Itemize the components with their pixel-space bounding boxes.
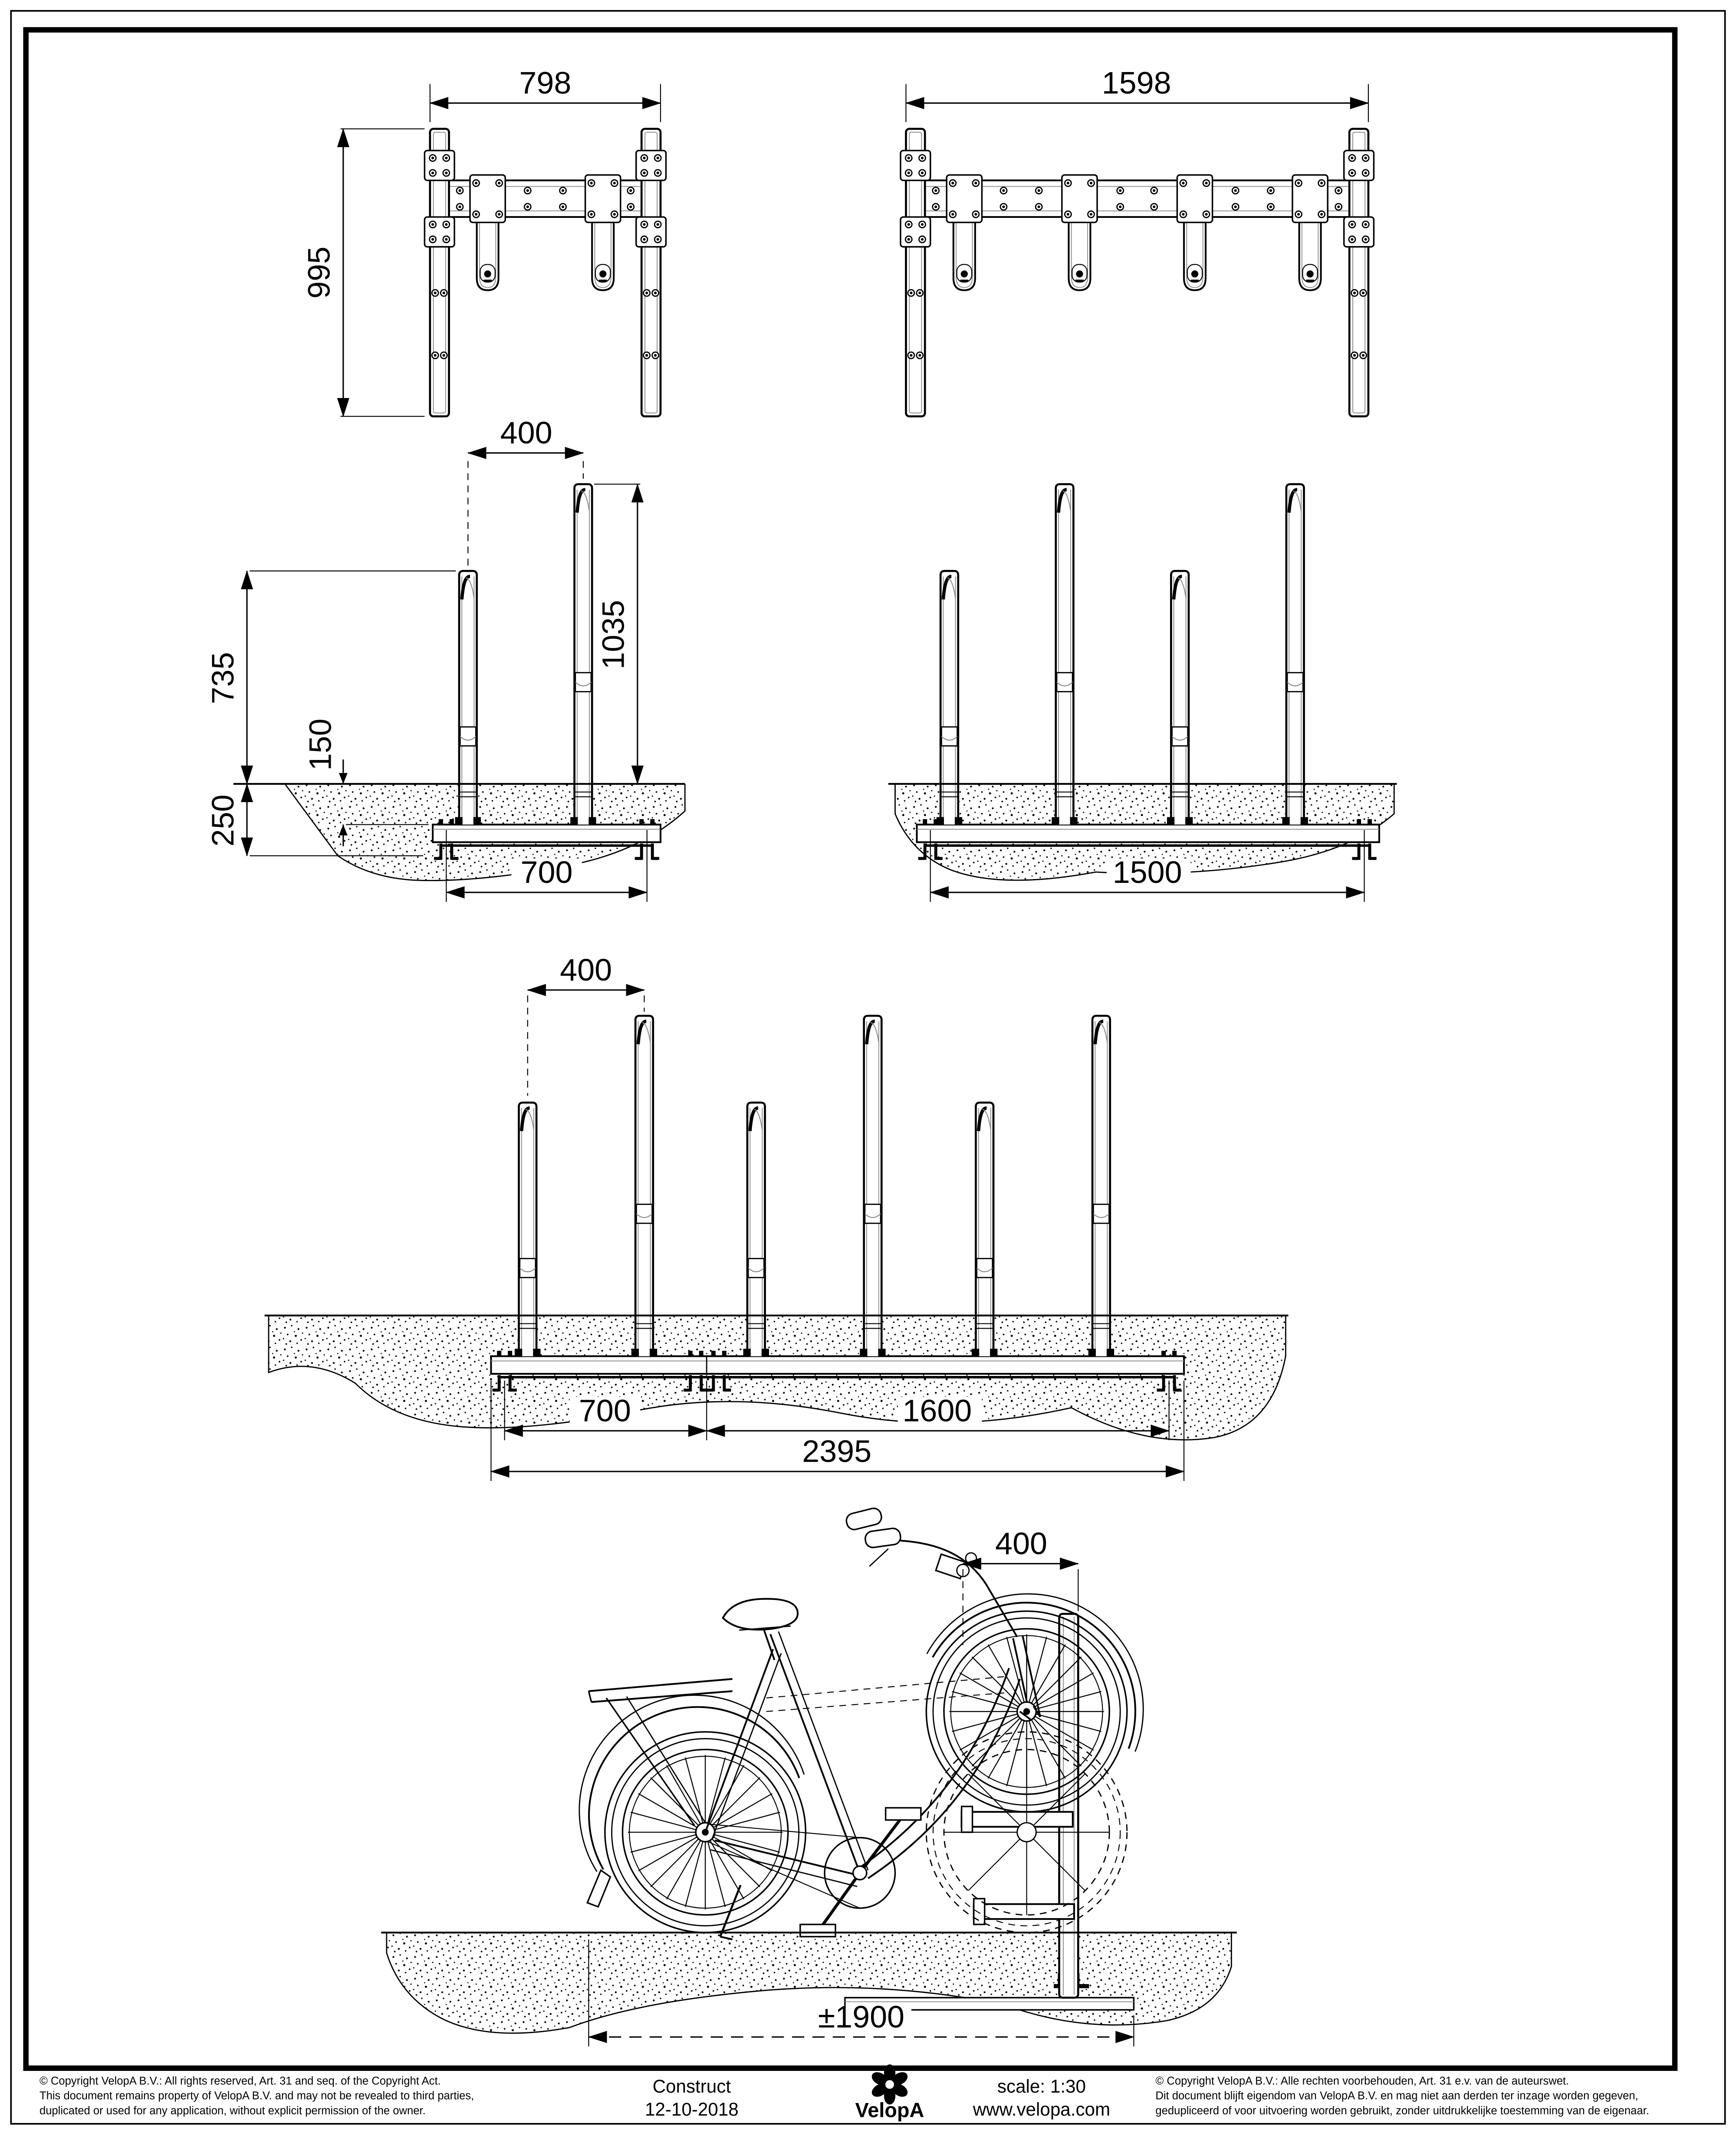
rack-post [960,1613,1079,1999]
copyright-nl-line2: Dit document blijft eigendom van VelopA … [1155,2090,1638,2102]
elevation-2-post: 400 735 150 250 1035 700 [206,416,686,902]
dim-150-label: 150 [303,718,338,770]
plan-view-2-post: 798 995 [302,66,666,418]
dim-1500-label: 1500 [1113,855,1182,890]
drawing-date: 12-10-2018 [645,2099,739,2120]
dim-1600-label: 1600 [902,1393,972,1428]
dim-400-label: 400 [995,1527,1047,1561]
title-block: © Copyright VelopA B.V.: All rights rese… [39,2064,1649,2121]
drawing-frame [23,27,1678,2071]
dim-400-label: 400 [500,416,552,451]
dim-2395-label: 2395 [802,1434,871,1469]
dim-735-label: 735 [206,652,240,704]
copyright-en-line1: © Copyright VelopA B.V.: All rights rese… [39,2075,441,2087]
website-url: www.velopa.com [973,2099,1110,2120]
dim-700-label: 700 [521,855,573,890]
elevation-4-post: 1500 [888,484,1397,902]
dim-995-label: 995 [302,247,337,299]
velopa-logo: VelopA [855,2064,924,2121]
dim-798-label: 798 [519,66,571,101]
copyright-en-line3: duplicated or used for any application, … [39,2105,426,2117]
dim-400-label: 400 [560,953,612,987]
copyright-nl-line3: gedupliceerd of voor uitvoering worden g… [1155,2105,1649,2117]
dim-1598-label: 1598 [1102,66,1171,101]
plan-view-4-post: 1598 [901,66,1374,418]
brand-wordmark: VelopA [855,2099,924,2121]
copyright-nl-line1: © Copyright VelopA B.V.: Alle rechten vo… [1155,2075,1569,2087]
dim-700-label: 700 [579,1393,631,1428]
side-view-bicycle: 400 ±1900 [381,1507,1237,2047]
copyright-en-line2: This document remains property of VelopA… [39,2090,474,2102]
product-name: Construct [653,2076,731,2097]
elevation-6-post: 400 700 1600 2395 [264,953,1289,1481]
flower-icon [871,2064,908,2105]
dim-1900-label: ±1900 [818,2000,904,2034]
bicycle [579,1507,1144,1940]
scale-label: scale: 1:30 [997,2076,1086,2097]
dim-250-label: 250 [206,794,240,846]
front-wheel-phantom [925,1731,1128,1933]
dim-1035-label: 1035 [596,600,631,669]
